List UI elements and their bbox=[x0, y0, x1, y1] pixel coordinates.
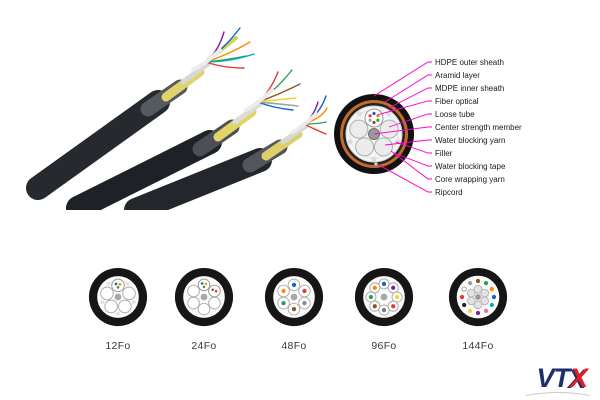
layer-label: Water blocking yarn bbox=[435, 136, 505, 145]
logo-x-text: X bbox=[569, 363, 588, 393]
layer-label: Center strength member bbox=[435, 123, 522, 132]
cross-section-48fo-icon bbox=[264, 267, 324, 327]
layer-label: Filler bbox=[435, 149, 453, 158]
layer-label: Core wrapping yarn bbox=[435, 175, 505, 184]
variant-label: 144Fo bbox=[462, 340, 494, 352]
variant-12fo: 12Fo bbox=[76, 266, 160, 352]
variant-label: 96Fo bbox=[371, 340, 397, 352]
layer-label: Loose tube bbox=[435, 110, 475, 119]
fiber-strands bbox=[257, 69, 301, 111]
variant-24fo: 24Fo bbox=[162, 266, 246, 352]
fiber-strands bbox=[205, 27, 255, 69]
logo-vt-text: VT bbox=[536, 363, 570, 393]
variant-label: 24Fo bbox=[191, 340, 217, 352]
cross-section-12fo-icon bbox=[88, 267, 148, 327]
logo-swoosh bbox=[526, 392, 590, 396]
leader-lines bbox=[373, 61, 432, 193]
cables-illustration bbox=[26, 27, 328, 210]
cross-section-96fo-icon bbox=[354, 267, 414, 327]
cable-bottom bbox=[124, 95, 328, 210]
cross-section-diagram: HDPE outer sheath Aramid layer MDPE inne… bbox=[334, 58, 522, 197]
cable-top bbox=[26, 27, 255, 200]
cross-section-144fo-icon bbox=[448, 267, 508, 327]
vtx-logo: VT X bbox=[536, 365, 588, 392]
variant-96fo: 96Fo bbox=[342, 266, 426, 352]
cable-middle bbox=[66, 69, 301, 210]
layer-label: Ripcord bbox=[435, 188, 463, 197]
variant-label: 48Fo bbox=[281, 340, 307, 352]
cross-section-24fo-icon bbox=[174, 267, 234, 327]
cross-section-labels: HDPE outer sheath Aramid layer MDPE inne… bbox=[435, 58, 522, 197]
layer-label: Water blocking tape bbox=[435, 162, 506, 171]
layer-label: MDPE inner sheath bbox=[435, 84, 504, 93]
layer-label: Fiber optical bbox=[435, 97, 479, 106]
layer-label: Aramid layer bbox=[435, 71, 480, 80]
variant-144fo: 144Fo bbox=[436, 266, 520, 352]
variant-row: 12Fo 24Fo bbox=[0, 266, 600, 366]
variant-48fo: 48Fo bbox=[252, 266, 336, 352]
layer-label: HDPE outer sheath bbox=[435, 58, 504, 67]
variant-label: 12Fo bbox=[105, 340, 131, 352]
